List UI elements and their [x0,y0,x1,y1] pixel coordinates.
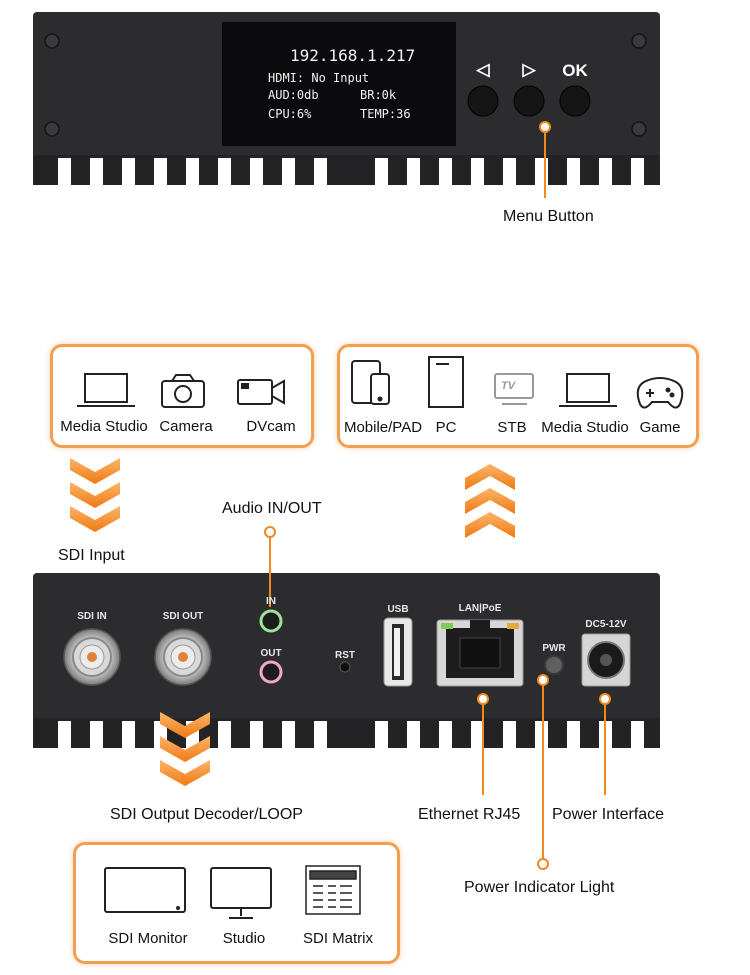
outputs-icons [104,865,361,919]
stream-label: PC [435,419,457,436]
source-label: DVcam [246,418,296,435]
screen-hdmi: HDMI: No Input [268,71,370,85]
audio-in-jack [259,609,283,633]
stream-label: Mobile/PAD [343,419,423,436]
screen-br: BR:0k [360,88,397,102]
sdi-input-chevrons [70,458,120,532]
gamepad-icon [636,377,684,409]
lan-port-label: LAN|PoE [458,603,502,614]
stream-label: STB [497,419,527,436]
screen-temp: TEMP:36 [360,107,411,121]
audio-out-jack [259,660,283,684]
studio-monitor-icon [210,867,272,919]
power-interface-callout: Power Interface [552,806,665,823]
sources-box [50,344,314,448]
menu-ok-button[interactable]: OK [562,61,588,80]
power-led [544,655,564,675]
rst-port-label: RST [335,650,355,661]
sdi-in-connector [63,628,121,686]
stb-badge: TV [501,380,516,392]
usb-port-label: USB [387,604,409,615]
mobile-pad-icon [351,360,390,405]
menu-left-button[interactable]: ◁ [476,60,490,79]
screen-ip: 192.168.1.217 [290,46,416,65]
ethernet-port [436,619,524,687]
sdi-out-connector [154,628,212,686]
camera-icon [161,374,205,408]
sdi-out-port-label: SDI OUT [162,611,204,622]
sdi-matrix-icon [305,865,361,915]
rst-hole [339,661,351,673]
menu-button-callout: Menu Button [503,208,594,225]
screw-icons [44,33,647,137]
stream-chevrons [465,464,515,538]
audio-callout: Audio IN/OUT [222,500,322,517]
stream-label: Media Studio [541,419,629,436]
sdi-monitor-icon [104,867,186,913]
output-label: SDI Matrix [302,930,374,947]
dvcam-icon [237,379,285,405]
source-label: Camera [159,418,213,435]
oled-screen: 192.168.1.217 HDMI: No Input AUD:0db BR:… [222,22,456,146]
audio-out-port-label: OUT [260,648,282,659]
sdi-input-label: SDI Input [58,547,125,564]
pc-tower-icon [428,356,464,408]
screen-cpu: CPU:6% [268,107,312,121]
laptop-icon [559,373,617,407]
source-label: Media Studio [60,418,148,435]
output-label: SDI Monitor [108,930,188,947]
callout-leaders [269,132,606,862]
streams-icons [351,356,684,409]
usb-port [383,617,413,687]
dc-jack [581,633,631,687]
callout-dots [264,121,611,870]
output-label: Studio [222,930,266,947]
sdi-in-port-label: SDI IN [77,611,107,622]
dc-port-label: DC5-12V [585,619,627,630]
pwr-port-label: PWR [542,643,566,654]
sources-icons [77,373,285,408]
screen-aud: AUD:0db [268,88,319,102]
ethernet-callout: Ethernet RJ45 [418,806,521,823]
outputs-box [73,842,400,964]
stb-icon [494,373,534,405]
laptop-icon [77,373,135,407]
sdi-output-callout: SDI Output Decoder/LOOP [110,806,303,823]
stream-label: Game [639,419,681,436]
power-light-callout: Power Indicator Light [464,879,615,896]
sdi-output-chevrons [160,712,210,786]
audio-in-port-label: IN [266,596,276,607]
menu-right-button[interactable]: ▷ [522,60,536,79]
